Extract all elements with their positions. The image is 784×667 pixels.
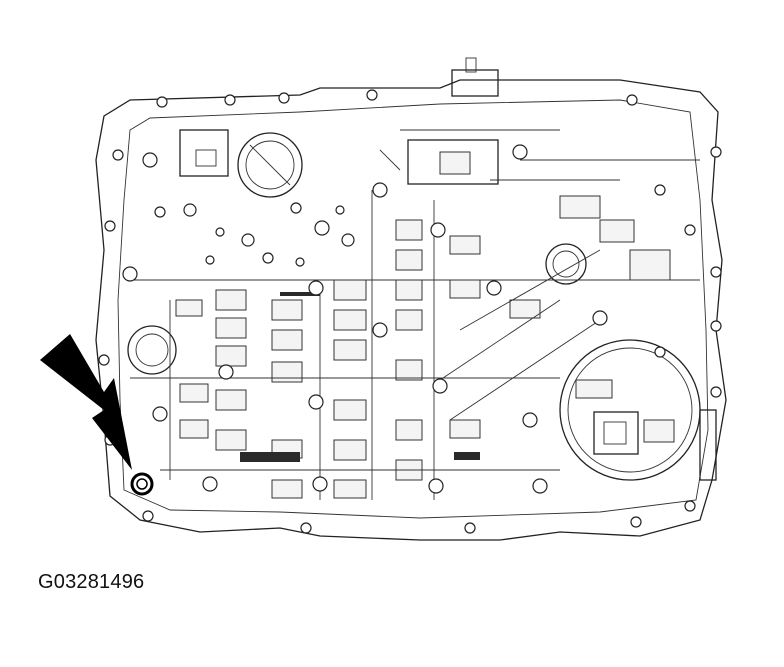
internal-bolt-holes	[122, 144, 696, 494]
fluid-channels	[130, 129, 700, 500]
valve-bore-column-a	[175, 289, 247, 451]
top-connector	[451, 69, 499, 97]
valve-body-inner-outline	[117, 99, 709, 519]
center-bore	[545, 243, 587, 285]
figure-id-label: G03281496	[38, 571, 145, 593]
right-edge-tab	[699, 409, 717, 481]
callout-arrow	[40, 334, 132, 470]
solenoid-block	[593, 411, 639, 455]
valve-body-diagram	[40, 57, 727, 541]
upper-left-block	[179, 129, 229, 177]
accumulator-bore	[559, 339, 701, 481]
upper-middle-detail	[379, 139, 601, 219]
valve-bore-column-e	[449, 219, 671, 439]
left-bore	[127, 325, 177, 375]
top-connector-pin	[465, 57, 477, 73]
perimeter-bolt-holes	[98, 89, 722, 534]
valve-bore-column-d	[395, 219, 423, 481]
upper-left-port-holes	[142, 152, 355, 267]
valve-bore-column-c	[333, 279, 367, 499]
valve-bore-column-b	[271, 299, 303, 499]
